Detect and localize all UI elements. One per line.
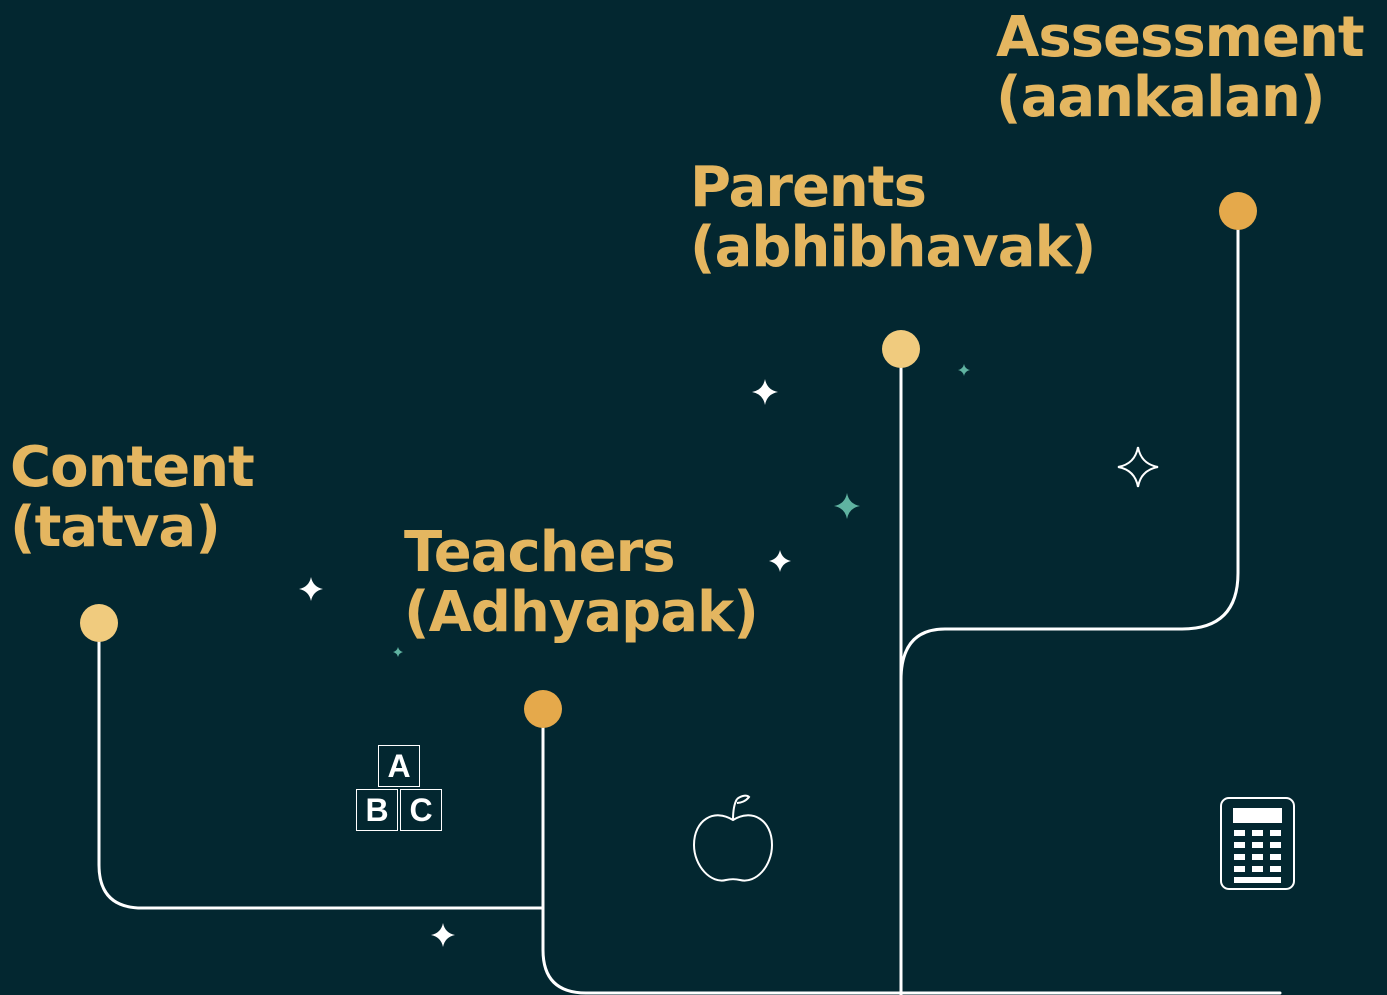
connector-teachers bbox=[541, 707, 1282, 995]
node-label-assessment: Assessment (aankalan) bbox=[996, 5, 1365, 130]
node-subtitle-assessment: (aankalan) bbox=[996, 65, 1326, 130]
node-title-assessment: Assessment bbox=[996, 5, 1365, 70]
node-dot-teachers bbox=[524, 690, 562, 728]
sparkle-icon-4 bbox=[431, 923, 455, 947]
block-letter-b: B bbox=[356, 789, 398, 831]
sparkle-icon-2 bbox=[752, 379, 778, 405]
node-subtitle-parents: (abhibhavak) bbox=[690, 215, 1096, 280]
connector-assessment bbox=[899, 209, 1240, 682]
sparkle-outline-icon bbox=[1117, 446, 1159, 488]
calculator-icon bbox=[1220, 797, 1295, 890]
sparkle-icon-5 bbox=[834, 493, 860, 519]
node-title-parents: Parents bbox=[690, 155, 927, 220]
sparkle-icon-7 bbox=[393, 647, 403, 657]
node-subtitle-teachers: (Adhyapak) bbox=[404, 580, 759, 645]
apple-icon bbox=[692, 794, 774, 882]
node-label-content: Content (tatva) bbox=[10, 435, 255, 560]
sparkle-icon-1 bbox=[299, 577, 323, 601]
node-dot-parents bbox=[882, 330, 920, 368]
node-title-teachers: Teachers bbox=[404, 520, 676, 585]
sparkle-icon-3 bbox=[769, 550, 791, 572]
connector-content bbox=[97, 621, 545, 910]
node-label-parents: Parents (abhibhavak) bbox=[690, 155, 1096, 280]
node-label-teachers: Teachers (Adhyapak) bbox=[404, 520, 759, 645]
node-dot-assessment bbox=[1219, 192, 1257, 230]
node-subtitle-content: (tatva) bbox=[10, 495, 221, 560]
block-letter-a: A bbox=[378, 745, 420, 787]
node-dot-content bbox=[80, 604, 118, 642]
block-letter-c: C bbox=[400, 789, 442, 831]
connector-lines bbox=[97, 209, 1282, 995]
sparkle-icon-6 bbox=[958, 364, 970, 376]
node-title-content: Content bbox=[10, 435, 255, 500]
